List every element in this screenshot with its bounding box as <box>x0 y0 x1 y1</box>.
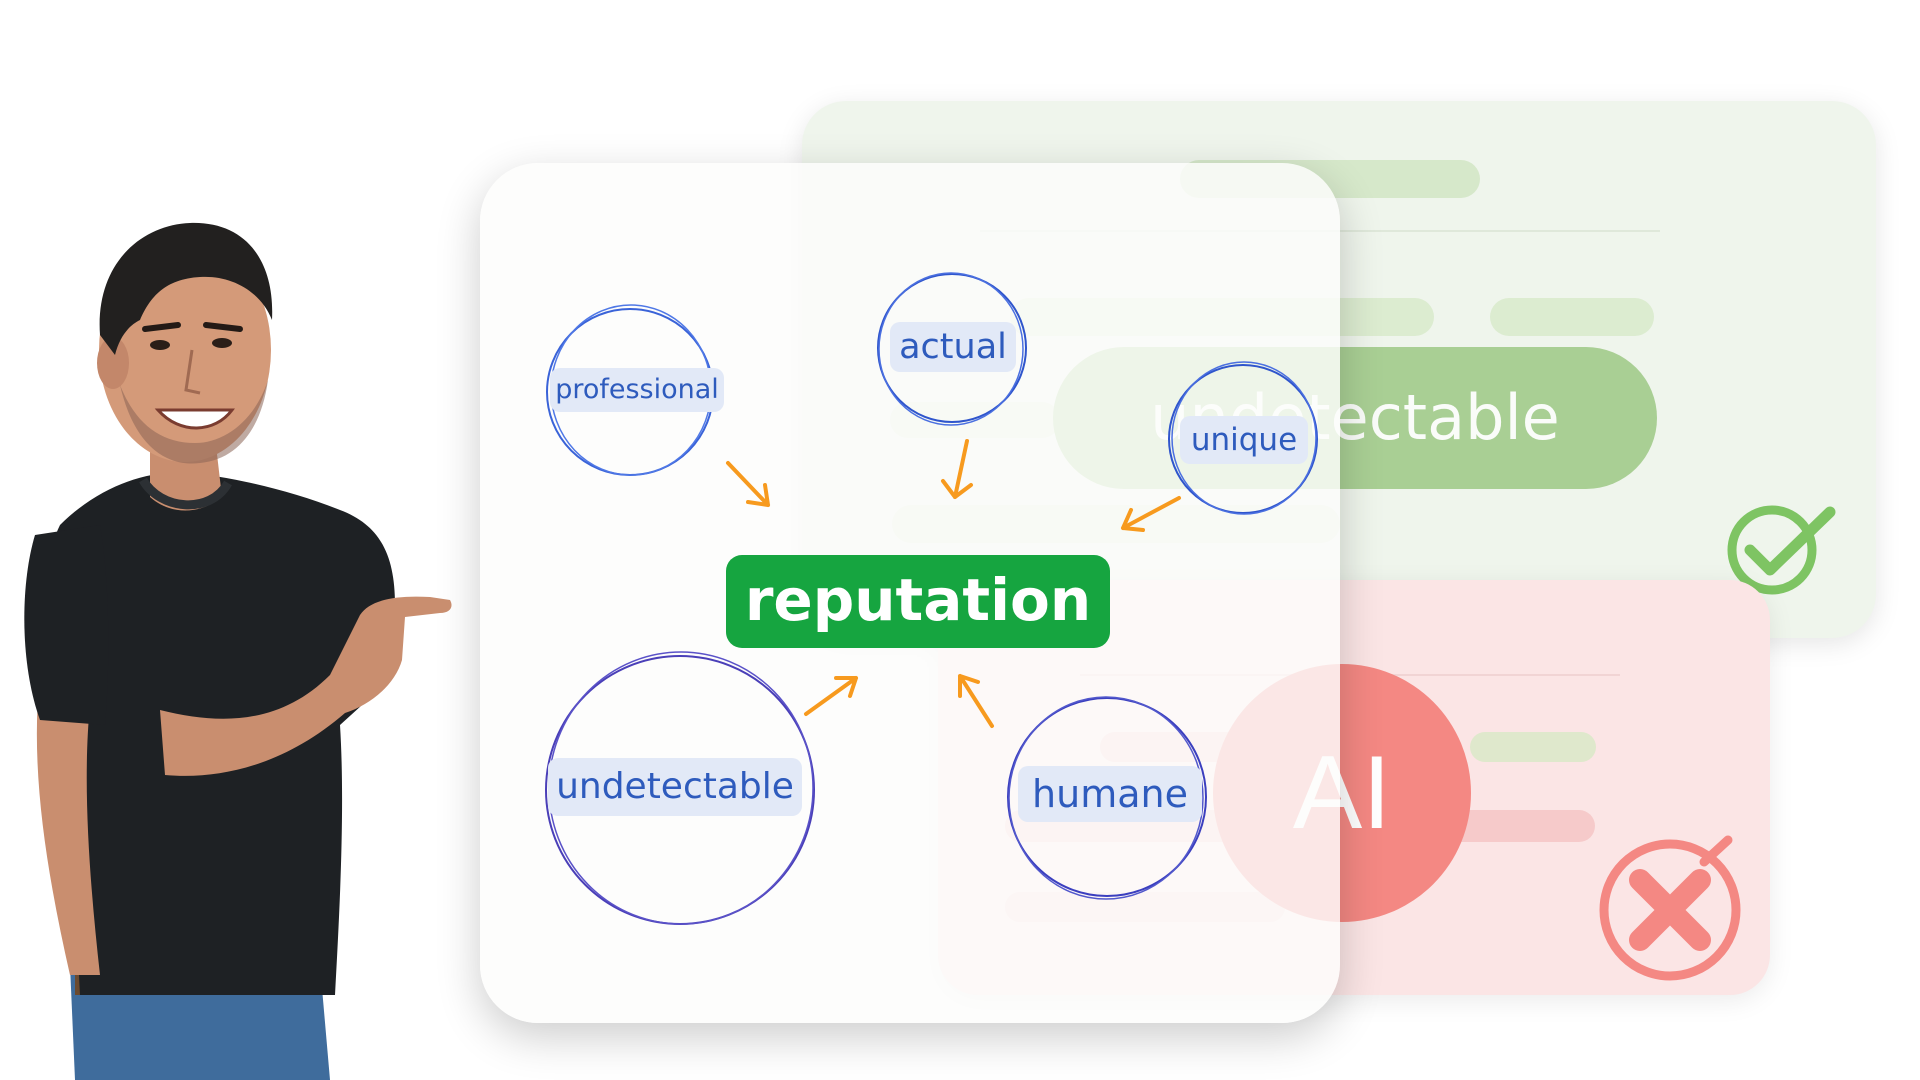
x-circle-icon <box>1599 835 1741 981</box>
placeholder-line <box>1470 732 1596 762</box>
actual-ring <box>877 272 1027 426</box>
reputation-badge: reputation <box>726 555 1110 648</box>
arrow-from-actual <box>941 439 973 499</box>
word-unique: unique <box>1180 416 1308 464</box>
word-undetectable: undetectable <box>548 758 802 816</box>
word-professional: professional <box>550 368 724 412</box>
arrow-from-professional <box>726 461 770 507</box>
check-circle-icon <box>1727 505 1836 595</box>
arrow-from-humane <box>958 674 994 728</box>
arrow-from-unique <box>1121 496 1181 532</box>
unique-ring <box>1168 361 1318 515</box>
word-actual: actual <box>890 322 1016 372</box>
placeholder-line <box>1490 298 1654 336</box>
smiling-man-pointing-image <box>24 222 452 1080</box>
arrow-from-undetectable <box>804 676 858 716</box>
humane-ring <box>1007 696 1207 900</box>
word-humane: humane <box>1018 766 1202 822</box>
